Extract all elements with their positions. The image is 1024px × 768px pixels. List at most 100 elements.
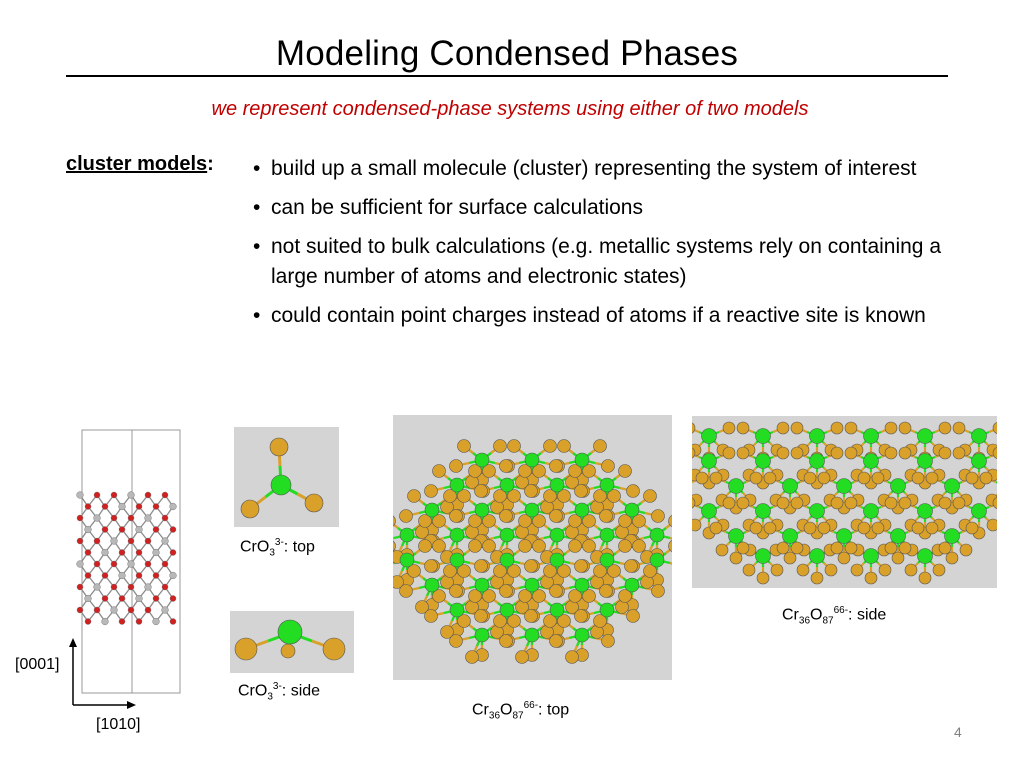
oxygen-atom [393,575,404,589]
oxygen-atom [763,521,777,535]
chromium-atom [144,583,152,591]
oxygen-atom [457,489,471,503]
oxygen-atom [817,471,831,485]
oxygen-atom [938,496,952,510]
oxygen-atom [582,464,596,478]
chromium-atom [101,548,109,557]
chromium-atom [836,478,852,494]
oxygen-atom [574,484,588,498]
oxygen-atom [574,559,588,573]
chromium-atom [917,453,933,469]
chromium-atom [449,602,465,618]
oxygen-atom [482,539,496,553]
oxygen-atom [499,509,513,523]
oxygen-atom [857,521,871,535]
chromium-atom [549,602,565,618]
chromium-atom [782,478,798,494]
oxygen-atom [84,572,92,579]
oxygen-atom [911,471,925,485]
chromium-atom [169,502,177,511]
oxygen-atom [424,484,438,498]
oxygen-atom [468,539,482,553]
chromium-atom [782,528,798,544]
oxygen-atom [965,521,979,535]
oxygen-atom [457,439,471,453]
oxygen-atom [84,549,92,556]
oxygen-atom [482,464,496,478]
oxygen-atom [992,497,997,509]
oxygen-atom [898,541,912,555]
oxygen-atom [493,489,507,503]
oxygen-atom [449,509,463,523]
oxygen-atom [424,559,438,573]
chromium-atom [599,602,615,618]
oxygen-atom [493,439,507,453]
oxygen-atom [722,496,736,510]
oxygen-atom [568,589,582,603]
oxygen-atom [938,421,952,435]
oxygen-atom [507,439,521,453]
oxygen-atom [790,541,804,555]
oxygen-atom [144,537,152,545]
cr36o87-side-image [692,416,997,588]
oxygen-atom [524,559,538,573]
chromium-atom [755,453,771,469]
oxygen-atom [904,563,918,577]
oxygen-atom [722,421,736,435]
oxygen-atom [568,539,582,553]
oxygen-atom [643,489,657,503]
oxygen-atom [945,551,959,565]
chromium-atom [755,503,771,519]
chromium-atom [649,527,665,543]
oxygen-atom [898,446,912,460]
oxygen-atom [499,584,513,598]
oxygen-atom [574,609,588,623]
oxygen-atom [532,464,546,478]
chromium-atom [524,502,540,518]
chromium-atom [574,577,590,593]
chromium-atom [944,528,960,544]
oxygen-atom [101,572,109,579]
caption-cr36o87-top: Cr36O8766-: top [472,700,570,722]
oxygen-atom [524,484,538,498]
oxygen-atom [729,551,743,565]
oxygen-atom [127,606,135,614]
chromium-atom [971,428,987,444]
oxygen-atom [763,471,777,485]
oxygen-atom [127,537,135,545]
oxygen-atom [118,595,126,602]
oxygen-atom [898,421,912,435]
oxygen-atom [304,493,324,513]
cro3-side-image [230,611,354,673]
oxygen-atom [986,518,997,532]
oxygen-atom [169,618,177,625]
oxygen-atom [144,491,152,499]
oxygen-atom [169,526,177,533]
oxygen-atom [499,634,513,648]
oxygen-atom [432,539,446,553]
oxygen-atom [161,583,169,591]
bulk-slab-image [76,429,181,694]
chromium-atom [809,503,825,519]
oxygen-atom [543,564,557,578]
oxygen-atom [756,571,770,585]
chromium-atom [524,577,540,593]
oxygen-atom [601,459,615,473]
oxygen-atom [424,609,438,623]
chromium-atom [728,528,744,544]
chromium-atom [836,528,852,544]
oxygen-atom [736,496,750,510]
oxygen-atom [565,650,579,664]
oxygen-atom [911,521,925,535]
cro3-top-image [234,427,339,527]
oxygen-atom [84,503,92,510]
cr36o87-top-image [393,415,672,680]
oxygen-atom [524,609,538,623]
page-number: 4 [954,724,962,740]
oxygen-atom [240,499,260,519]
chromium-atom [127,560,135,568]
oxygen-atom [443,489,457,503]
oxygen-atom [601,634,615,648]
oxygen-atom [110,491,118,499]
oxygen-atom [135,503,143,510]
